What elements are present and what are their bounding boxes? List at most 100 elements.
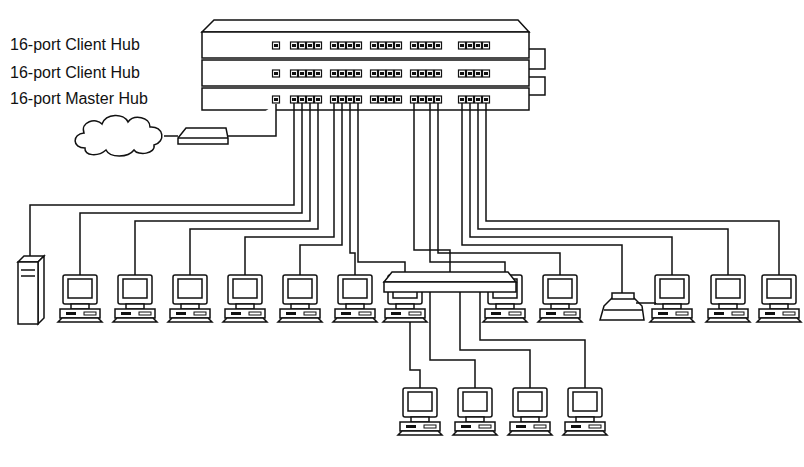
hub-port [299,70,306,77]
port-socket [468,44,472,47]
cloud-and-modem [75,104,276,156]
port-socket [428,44,432,47]
hub-unit: 16-port Client Hub [5,60,529,86]
port-socket [436,44,440,47]
port-socket [436,72,440,75]
port-socket [420,98,424,101]
network-cable [438,103,560,275]
port-socket [300,72,304,75]
hub-port [395,96,402,103]
computer-icon [508,388,552,435]
port-socket [332,72,336,75]
computer-icon [333,275,377,322]
hub-front [202,32,529,58]
hub-port [483,42,490,49]
network-cable [478,103,728,275]
port-socket [380,44,384,47]
hub-port [273,42,280,49]
network-cable [470,103,672,275]
port-socket [484,44,488,47]
hub-port [427,96,434,103]
hub-port [427,70,434,77]
port-socket [428,98,432,101]
hub-port [371,42,378,49]
port-socket [292,98,296,101]
port-socket [476,44,480,47]
hub-port [411,96,418,103]
network-cable [300,103,342,275]
hub-port [307,70,314,77]
port-socket [412,44,416,47]
computer-icon [563,388,607,435]
computer-icon [398,388,442,435]
printer-edge [604,309,642,311]
hub-port [379,70,386,77]
hub-port [315,96,322,103]
port-socket [484,72,488,75]
hub-port [273,96,280,103]
hub-front [384,282,516,292]
hub-label: 16-port Client Hub [5,36,140,54]
port-socket [460,44,464,47]
port-socket [436,98,440,101]
port-socket [396,98,400,101]
port-socket [380,98,384,101]
hub-port [411,70,418,77]
hub-port [299,42,306,49]
port-socket [420,72,424,75]
hub-port [395,42,402,49]
server-side [38,256,44,324]
port-socket [356,98,360,101]
hub-port [419,96,426,103]
computer-icon [453,388,497,435]
printer-cable [636,303,655,305]
port-socket [348,72,352,75]
port-socket [340,98,344,101]
hub-stack [202,20,529,110]
port-socket [300,98,304,101]
hub-port [395,70,402,77]
server-tower [18,256,44,324]
computers [58,275,801,435]
port-socket [292,72,296,75]
port-socket [476,72,480,75]
port-socket [308,72,312,75]
network-cable [30,103,294,256]
hub-port [419,42,426,49]
hub-port [483,96,490,103]
port-socket [396,72,400,75]
printer [600,293,655,320]
port-socket [420,44,424,47]
hub-unit: 16-port Client Hub [5,32,529,58]
computer-icon [538,275,582,322]
hub-port [347,70,354,77]
hub-port [459,42,466,49]
small-hub [384,272,516,292]
network-cable [350,103,355,275]
port-socket [308,98,312,101]
port-socket [274,98,278,101]
port-socket [308,44,312,47]
modem-edge [178,137,228,139]
hub-label: 16-port Client Hub [5,64,140,82]
port-socket [372,44,376,47]
port-socket [388,72,392,75]
hub-port [379,96,386,103]
hub-port [467,70,474,77]
internet-cloud [75,115,162,156]
port-socket [476,98,480,101]
hub-port [483,70,490,77]
port-socket [300,44,304,47]
port-socket [348,44,352,47]
network-cable [430,289,475,388]
hub-port [435,70,442,77]
port-socket [412,72,416,75]
computer-icon [113,275,157,322]
hub-port [475,96,482,103]
hub-port [435,42,442,49]
port-socket [340,44,344,47]
hub-port [355,42,362,49]
computer-icon [278,275,322,322]
hub-port [291,70,298,77]
